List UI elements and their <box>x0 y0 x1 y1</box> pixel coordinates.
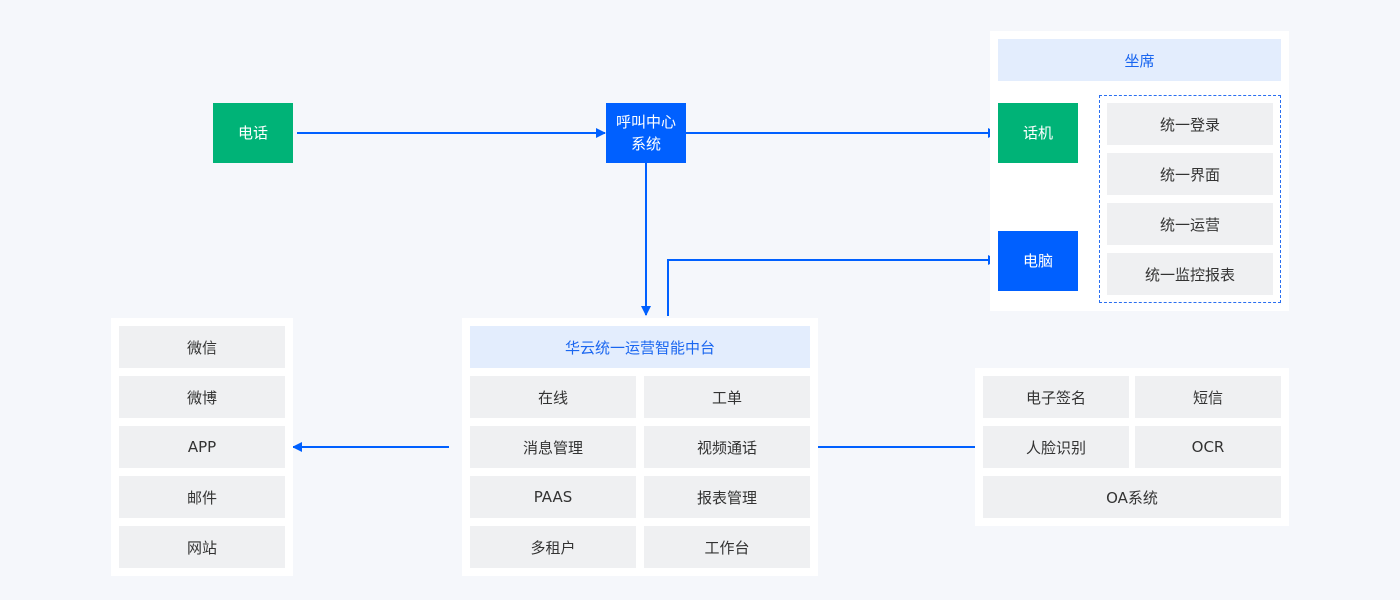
agent-title: 坐席 <box>998 39 1281 81</box>
channel-item: APP <box>119 426 285 468</box>
platform-module: 工作台 <box>644 526 810 568</box>
service-item: OCR <box>1135 426 1281 468</box>
platform-module: 工单 <box>644 376 810 418</box>
platform-module: 消息管理 <box>470 426 636 468</box>
platform-module: 报表管理 <box>644 476 810 518</box>
channel-item: 邮件 <box>119 476 285 518</box>
service-item: 人脸识别 <box>983 426 1129 468</box>
platform-module: 多租户 <box>470 526 636 568</box>
platform-title: 华云统一运营智能中台 <box>470 326 810 368</box>
handset-label: 话机 <box>1022 124 1053 142</box>
phone-label: 电话 <box>237 124 268 142</box>
phone-node: 电话 <box>213 103 293 163</box>
agent-feature: 统一界面 <box>1107 153 1273 195</box>
call-center-label-2: 系统 <box>630 135 661 153</box>
computer-label: 电脑 <box>1022 252 1053 270</box>
call-center-node: 呼叫中心 系统 <box>606 103 686 163</box>
platform-module: PAAS <box>470 476 636 518</box>
handset-node: 话机 <box>998 103 1078 163</box>
platform-module: 视频通话 <box>644 426 810 468</box>
channel-item: 微信 <box>119 326 285 368</box>
channel-item: 微博 <box>119 376 285 418</box>
platform-module: 在线 <box>470 376 636 418</box>
service-item: 电子签名 <box>983 376 1129 418</box>
service-item: OA系统 <box>983 476 1281 518</box>
agent-feature: 统一运营 <box>1107 203 1273 245</box>
agent-feature: 统一登录 <box>1107 103 1273 145</box>
arrow-platform-to-computer <box>667 255 998 316</box>
service-item: 短信 <box>1135 376 1281 418</box>
computer-node: 电脑 <box>998 231 1078 291</box>
agent-feature: 统一监控报表 <box>1107 253 1273 295</box>
agent-features-group <box>1099 95 1281 303</box>
call-center-label-1: 呼叫中心 <box>615 113 676 131</box>
channel-item: 网站 <box>119 526 285 568</box>
